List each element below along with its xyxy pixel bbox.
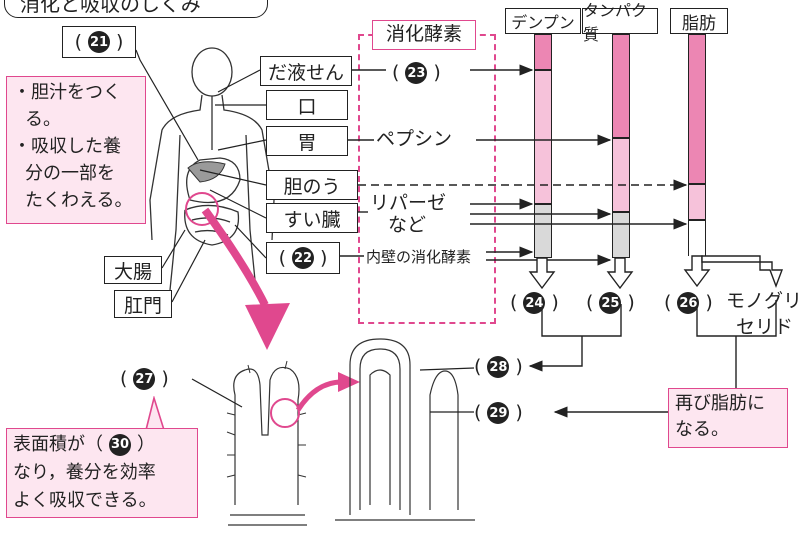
monoglyceride-line-1: モノグリ — [726, 290, 803, 312]
villus-cross-section — [335, 338, 475, 521]
etc-label: など — [388, 214, 427, 236]
blank-29-open-paren: ( — [474, 401, 482, 424]
starch-bar-segment-1 — [534, 34, 552, 70]
blank-29: (29) — [474, 402, 523, 424]
pancreas-box: すい臓 — [266, 203, 358, 233]
protein-bar-segment-2 — [612, 138, 630, 212]
villi-note-line-2: なり，養分を効率 — [13, 462, 156, 483]
blank-22-box: (22) — [266, 242, 340, 274]
starch-bar-segment-2 — [534, 70, 552, 204]
blank-28-29-leaders — [419, 367, 475, 413]
blank-23-close-paren: ) — [433, 61, 441, 84]
number-22: 22 — [292, 247, 314, 269]
number-26: 26 — [677, 292, 700, 314]
number-23: 23 — [405, 62, 428, 84]
liver-note-line-4: 分の一部を — [25, 163, 115, 184]
blank-24-close-paren: ) — [551, 291, 559, 314]
starch-header: デンプン — [505, 8, 581, 34]
fat-again-line-2: なる。 — [675, 419, 729, 440]
villi-note-line-1b: ） — [137, 434, 155, 455]
liver-open-paren: ( — [74, 31, 82, 53]
salivary-gland-box: だ液せん — [260, 56, 352, 86]
blank-25: (25) — [586, 292, 635, 314]
villi-note-line-3: よく吸収できる。 — [13, 490, 157, 511]
inner-wall-enzyme-label: 内壁の消化酵素 — [366, 248, 472, 266]
blank-23: (23) — [392, 62, 441, 84]
page-title: 消化と吸収のしくみ — [20, 0, 201, 16]
number-21: 21 — [88, 31, 110, 53]
number-29: 29 — [487, 402, 510, 424]
villi-note-box: 表面積が（ 30 ） なり，養分を効率 よく吸収できる。 — [6, 428, 198, 518]
liver-note-line-5: たくわえる。 — [25, 190, 133, 211]
villi-note-line-1a: 表面積が（ — [13, 434, 103, 455]
number-28: 28 — [487, 356, 510, 378]
liver-close-paren: ) — [116, 31, 124, 53]
blank-22-close-paren: ) — [320, 247, 328, 269]
blank-27-close-paren: ) — [161, 367, 169, 390]
blank-26-close-paren: ) — [705, 291, 713, 314]
blank-29-close-paren: ) — [515, 401, 523, 424]
liver-note-line-3: ・吸収した養 — [13, 136, 121, 157]
blank-24: (24) — [510, 292, 559, 314]
fat-bar-segment-2 — [688, 184, 706, 220]
liver-label-box: (21) — [62, 26, 136, 58]
blank-28-close-paren: ) — [515, 355, 523, 378]
blank-28: (28) — [474, 356, 523, 378]
fat-again-box: 再び脂肪に なる。 — [668, 388, 788, 448]
blank-25-close-paren: ) — [627, 291, 635, 314]
gallbladder-box: 胆のう — [266, 170, 358, 200]
anus-box: 肛門 — [114, 290, 172, 318]
liver-note-line-1: ・胆汁をつく — [13, 82, 121, 103]
number-30: 30 — [109, 434, 131, 456]
number-25: 25 — [599, 292, 622, 314]
blank-27-leader — [191, 378, 243, 408]
pink-arrow-villus — [296, 372, 360, 412]
intestine-highlight-circle — [185, 192, 219, 226]
stomach-box: 胃 — [266, 126, 348, 156]
fat-bar-segment-1 — [688, 34, 706, 184]
blank-22-open-paren: ( — [278, 247, 286, 269]
liver-note-line-2: る。 — [25, 109, 61, 130]
fat-header: 脂肪 — [670, 8, 728, 34]
blank-24-open-paren: ( — [510, 291, 518, 314]
enzymes-label: 消化酵素 — [372, 20, 476, 50]
protein-bar-segment-1 — [612, 34, 630, 138]
pepsin-label: ペプシン — [376, 128, 453, 150]
fat-again-line-1: 再び脂肪に — [675, 393, 765, 414]
blank-28-open-paren: ( — [474, 355, 482, 378]
blank-26: (26) — [664, 292, 713, 314]
fat-bar-segment-3 — [688, 220, 706, 256]
number-27: 27 — [133, 368, 156, 390]
number-24: 24 — [523, 292, 546, 314]
blank-26-open-paren: ( — [664, 291, 672, 314]
pink-arrow-down — [201, 207, 290, 350]
large-intestine-box: 大腸 — [104, 256, 162, 284]
blank-27-open-paren: ( — [120, 367, 128, 390]
villi-note-line-1: 表面積が（ 30 ） — [13, 431, 191, 459]
liver-notes-box: ・胆汁をつく る。 ・吸収した養 分の一部を たくわえる。 — [6, 76, 146, 224]
blank-25-open-paren: ( — [586, 291, 594, 314]
villi-illustration — [226, 360, 307, 526]
blank-23-open-paren: ( — [392, 61, 400, 84]
blank-27: (27) — [120, 368, 169, 390]
monoglyceride-line-2: セリド — [736, 316, 794, 338]
villi-note-pointer — [144, 396, 166, 431]
lipase-label: リパーゼ — [370, 192, 447, 214]
mouth-box: 口 — [266, 90, 348, 120]
villus-highlight-circle — [270, 398, 300, 428]
